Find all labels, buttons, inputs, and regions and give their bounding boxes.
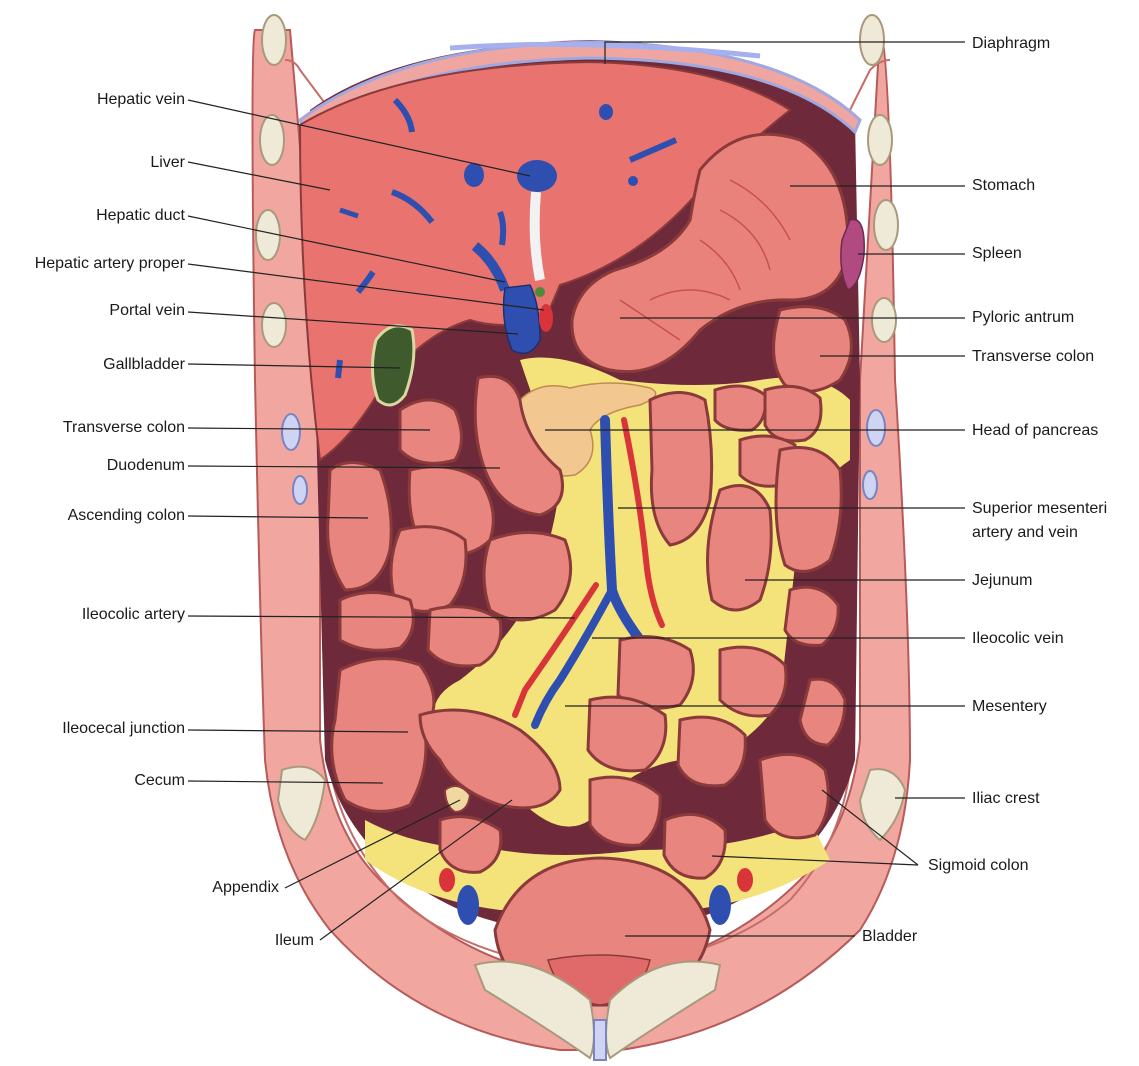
label-spleen: Spleen xyxy=(972,245,1022,263)
label-stomach: Stomach xyxy=(972,177,1035,195)
transverse-colon-right-shape xyxy=(774,307,852,392)
label-portal-vein: Portal vein xyxy=(109,302,185,320)
label-mesentery: Mesentery xyxy=(972,698,1047,716)
label-appendix: Appendix xyxy=(212,879,279,897)
label-head-of-pancreas: Head of pancreas xyxy=(972,422,1098,440)
label-ileocecal-junction: Ileocecal junction xyxy=(62,720,185,738)
label-ileum: Ileum xyxy=(275,932,314,950)
label-duodenum: Duodenum xyxy=(107,457,185,475)
label-transverse-colon-left: Transverse colon xyxy=(63,419,185,437)
label-ascending-colon: Ascending colon xyxy=(68,507,185,525)
label-superior-mesenteric-1: Superior mesenteri xyxy=(972,500,1107,518)
label-superior-mesenteric-2: artery and vein xyxy=(972,524,1078,542)
label-diaphragm: Diaphragm xyxy=(972,35,1050,53)
label-iliac-crest: Iliac crest xyxy=(972,790,1040,808)
label-gallbladder: Gallbladder xyxy=(103,356,185,374)
label-pyloric-antrum: Pyloric antrum xyxy=(972,309,1074,327)
label-transverse-colon-right: Transverse colon xyxy=(972,348,1094,366)
label-ileocolic-vein: Ileocolic vein xyxy=(972,630,1064,648)
label-liver: Liver xyxy=(150,154,185,172)
label-sigmoid-colon: Sigmoid colon xyxy=(928,857,1029,875)
label-ileocolic-artery: Ileocolic artery xyxy=(82,606,185,624)
label-hepatic-artery-proper: Hepatic artery proper xyxy=(35,255,185,273)
label-hepatic-duct: Hepatic duct xyxy=(96,207,185,225)
label-cecum: Cecum xyxy=(134,772,185,790)
label-jejunum: Jejunum xyxy=(972,572,1032,590)
label-bladder: Bladder xyxy=(862,928,917,946)
label-hepatic-vein: Hepatic vein xyxy=(97,91,185,109)
